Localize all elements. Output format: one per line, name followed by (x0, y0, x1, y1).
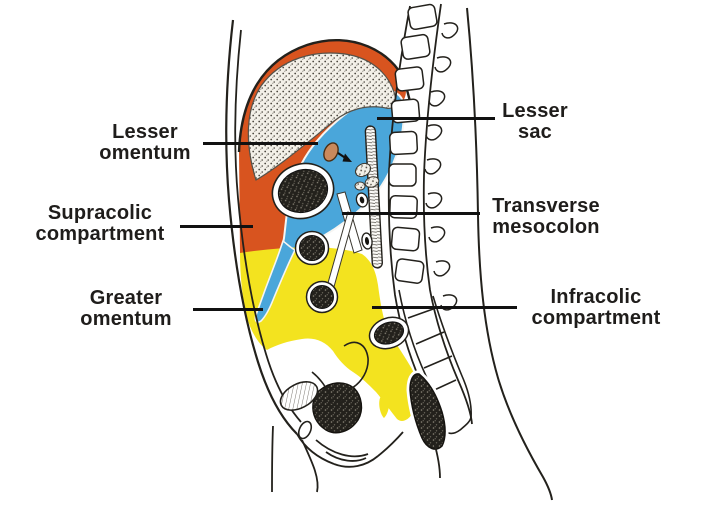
leader-lesser-omentum (203, 142, 318, 145)
small-intestine (305, 280, 339, 314)
abdominal-wall (225, 19, 302, 435)
spine (387, 3, 473, 435)
perineum-lines (296, 431, 404, 468)
infracolic-region (240, 247, 418, 421)
thigh-lines (271, 425, 441, 493)
vertebral-bodies (388, 3, 438, 284)
leader-greater-omentum (193, 308, 263, 311)
leader-transverse-mesocolon (342, 212, 480, 215)
label-supracolic: Supracolic compartment (25, 203, 175, 245)
sigmoid-colon (368, 316, 410, 350)
label-greater-omentum-line2: omentum (80, 308, 172, 330)
label-transverse-mesocolon-line2: mesocolon (492, 216, 600, 238)
label-infracolic: Infracolic compartment (521, 287, 671, 329)
label-supracolic-line2: compartment (35, 223, 165, 245)
aorta (364, 125, 383, 269)
spinous-processes (424, 22, 459, 311)
label-lesser-omentum-line2: omentum (99, 142, 191, 164)
label-greater-omentum-line1: Greater (89, 287, 163, 309)
label-transverse-mesocolon: Transverse mesocolon (476, 196, 616, 238)
epiploic-foramen (323, 142, 339, 162)
label-lesser-sac-line1: Lesser (502, 100, 568, 122)
leader-infracolic (372, 306, 517, 309)
label-lesser-sac-line2: sac (518, 121, 552, 143)
spine-posterior-line (422, 3, 473, 425)
rectum (406, 370, 449, 453)
label-infracolic-line2: compartment (531, 307, 661, 329)
pubic-symphysis (297, 420, 313, 440)
uterus (309, 380, 365, 436)
label-supracolic-line1: Supracolic (47, 202, 153, 224)
pancreas (354, 162, 380, 191)
epiploic-foramen-arrow (337, 152, 352, 162)
uterus-folds (311, 341, 369, 413)
label-greater-omentum: Greater omentum (66, 288, 186, 330)
stomach (271, 162, 335, 220)
duodenum-section (355, 192, 373, 250)
label-transverse-mesocolon-line1: Transverse (492, 195, 600, 217)
label-lesser-sac: Lesser sac (475, 101, 595, 143)
leader-lesser-sac (377, 117, 495, 120)
label-lesser-omentum: Lesser omentum (85, 122, 205, 164)
back-outline (466, 7, 553, 501)
leader-supracolic (180, 225, 253, 228)
bladder (279, 381, 319, 411)
label-lesser-omentum-line1: Lesser (112, 121, 178, 143)
label-infracolic-line1: Infracolic (550, 286, 642, 308)
transverse-colon (294, 230, 330, 266)
rectouterine-pouch (379, 393, 390, 418)
